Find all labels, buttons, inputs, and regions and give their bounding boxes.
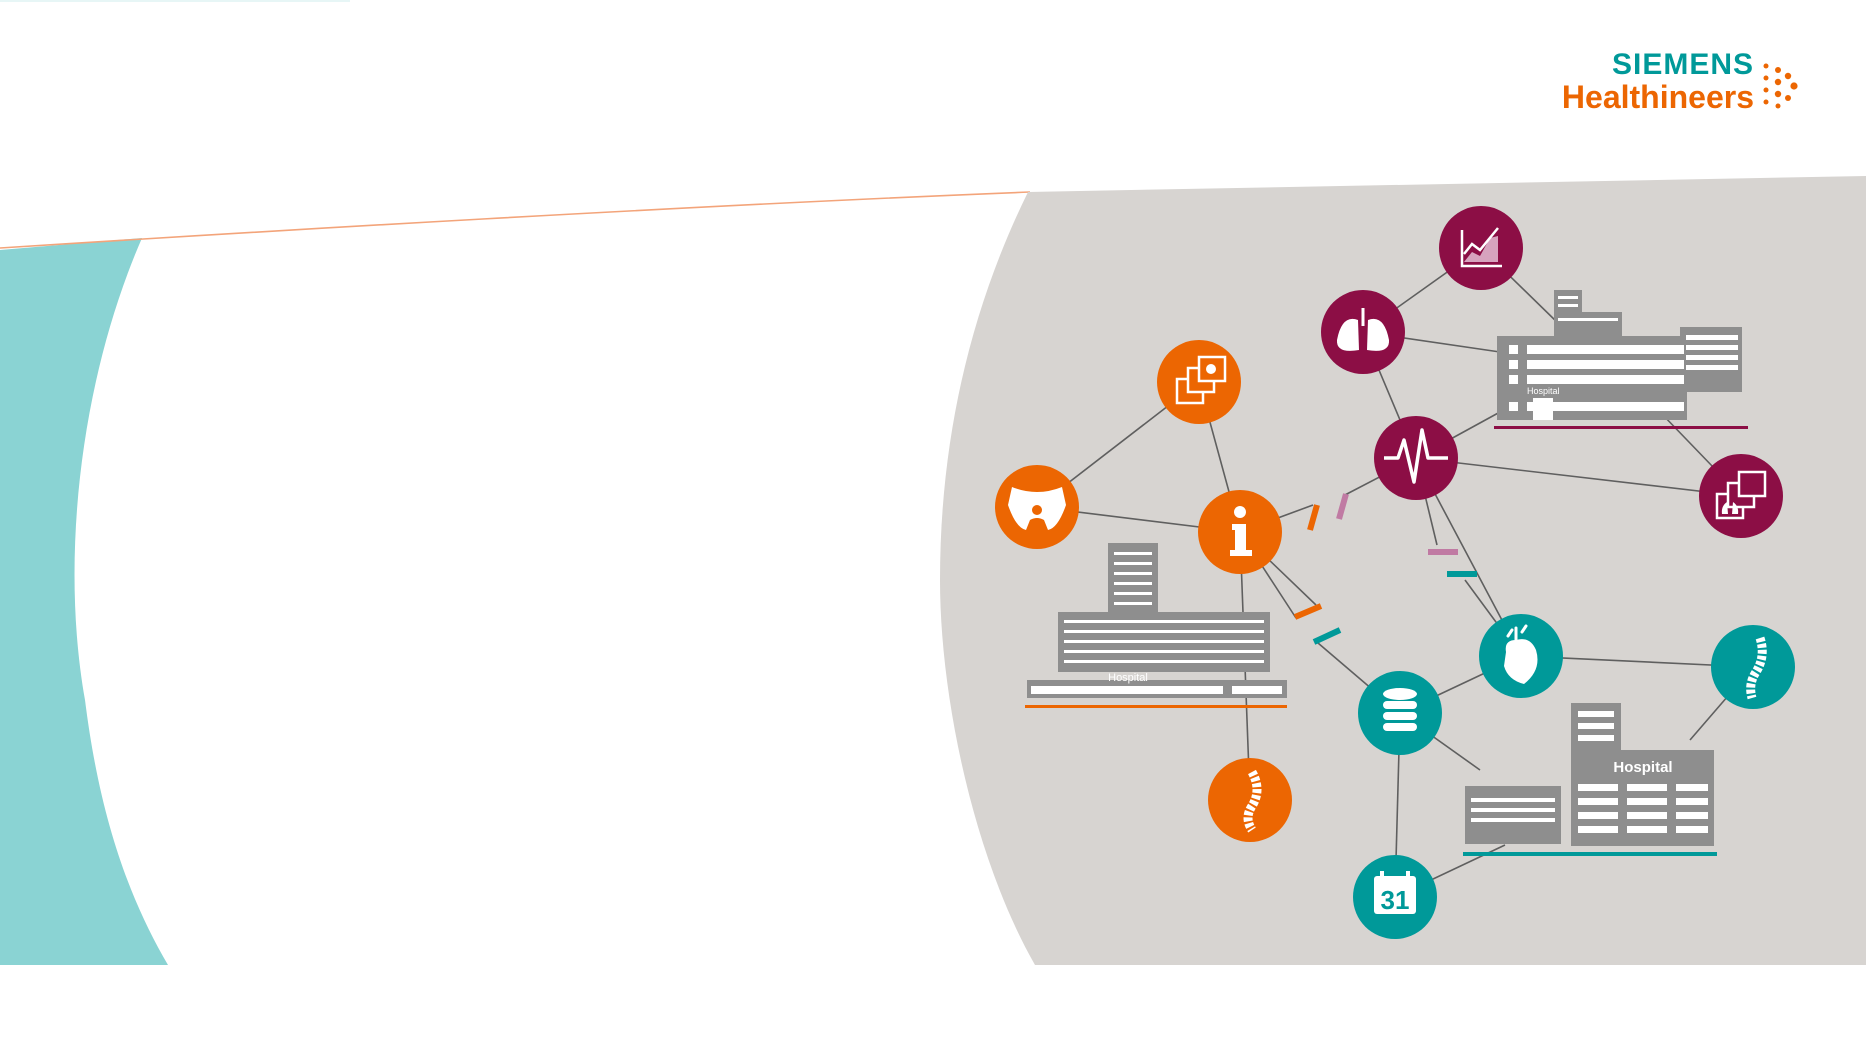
- heartbeat-icon: [1374, 416, 1458, 500]
- logo-line-healthineers: Healthineers: [1561, 79, 1754, 115]
- spine-icon: [1711, 625, 1795, 709]
- teal-wave: [0, 238, 168, 965]
- hospital-teal: Hospital: [1463, 703, 1717, 856]
- hospital-purple: Hospital: [1494, 290, 1748, 429]
- calendar-icon: 31: [1353, 855, 1437, 939]
- hospital-teal-label: Hospital: [1613, 759, 1672, 776]
- lungs-icon: [1321, 290, 1405, 374]
- orange-arc-line: [0, 191, 1031, 249]
- info-icon: [1198, 490, 1282, 574]
- logo-dots-icon: [1763, 63, 1798, 109]
- hospital-orange: Hospital: [1025, 543, 1287, 708]
- database-icon: [1358, 671, 1442, 755]
- pelvis-icon: [995, 465, 1079, 549]
- logo-line-siemens: SIEMENS: [1611, 48, 1754, 81]
- xray-images-icon: [1157, 340, 1241, 424]
- hospital-orange-label: Hospital: [1108, 672, 1148, 684]
- hospital-purple-label: Hospital: [1527, 386, 1560, 396]
- lung-scans-icon: [1699, 454, 1783, 538]
- siemens-healthineers-logo: SIEMENS Healthineers: [1562, 50, 1802, 114]
- gray-panel: [940, 176, 1866, 965]
- heart-icon: [1479, 614, 1563, 698]
- calendar-day-text: 31: [1381, 885, 1410, 915]
- spine-icon: [1208, 758, 1292, 842]
- broken-link-marks: [1293, 493, 1477, 645]
- chart-icon: [1439, 206, 1523, 290]
